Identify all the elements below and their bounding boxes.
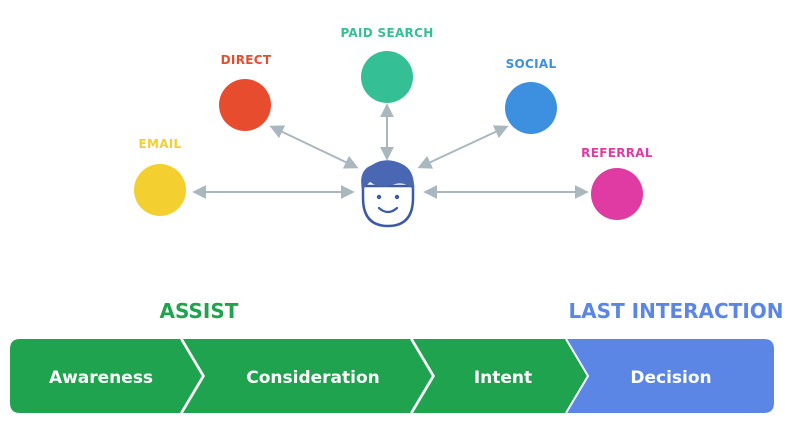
user-face-icon (361, 160, 415, 228)
face-hair (361, 160, 415, 190)
chevron-divider-2 (410, 338, 435, 414)
email-circle (134, 164, 186, 216)
left-eye (376, 194, 382, 200)
arrow-social (417, 125, 509, 169)
direct-circle (219, 79, 271, 131)
paid-search-circle (361, 51, 413, 103)
stage-label-awareness: Awareness (49, 368, 153, 388)
smile (377, 206, 399, 214)
connector-arrows (192, 103, 589, 199)
chevron-divider-1 (180, 338, 205, 414)
stage-consideration (183, 339, 433, 413)
social-circle (505, 82, 557, 134)
referral-label: REFERRAL (581, 146, 653, 160)
right-eye (394, 194, 400, 200)
stage-label-consideration: Consideration (246, 368, 380, 388)
stage-intent (413, 339, 588, 413)
stage-decision (566, 339, 774, 413)
face-outline (361, 184, 415, 228)
chevron-divider-3 (565, 338, 590, 414)
referral-circle (591, 168, 643, 220)
stage-label-decision: Decision (630, 368, 711, 388)
assist-heading: ASSIST (160, 299, 239, 323)
direct-label: DIRECT (221, 53, 272, 67)
social-label: SOCIAL (506, 57, 557, 71)
stage-label-intent: Intent (474, 368, 532, 388)
email-label: EMAIL (138, 137, 181, 151)
stage-awareness (10, 339, 203, 413)
arrow-direct (269, 125, 359, 169)
paid-search-label: PAID SEARCH (340, 26, 433, 40)
stage-bar: Awareness Consideration Intent Decision (10, 338, 774, 414)
last-interaction-heading: LAST INTERACTION (568, 299, 783, 323)
